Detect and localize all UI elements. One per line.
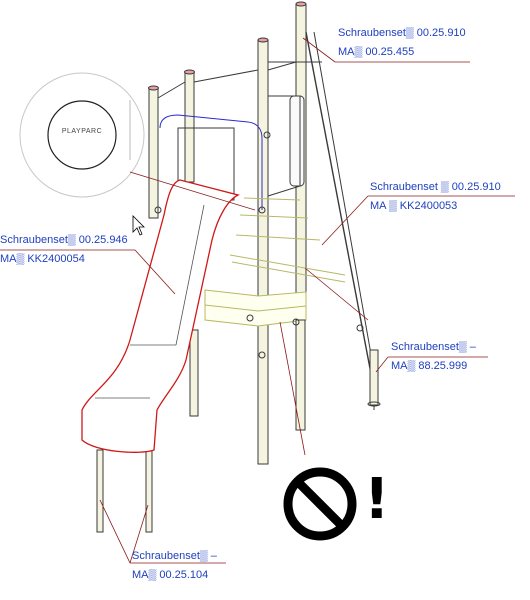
callout-line-screwset: Schraubenset▒ 00.25.910 [338, 27, 466, 39]
callout-line-ma: MA▒ 00.25.455 [338, 46, 415, 58]
callout-line-screwset: Schraubenset ▒ 00.25.910 [370, 181, 501, 193]
callout-screwset-5: Schraubenset▒ – MA▒ 00.25.104 [132, 550, 217, 582]
no-entry-icon [283, 467, 357, 541]
callout-line-screwset: Schraubenset▒ – [132, 550, 217, 562]
callout-screwset-2: Schraubenset ▒ 00.25.910 MA ▒ KK2400053 [370, 181, 501, 213]
slide [81, 179, 240, 453]
callout-line-ma: MA▒ 88.25.999 [391, 360, 468, 372]
callout-line-screwset: Schraubenset▒ 00.25.946 [0, 234, 128, 246]
callout-line-ma: MA▒ KK2400054 [0, 253, 85, 265]
logo-text: PLAYPARC [61, 128, 103, 135]
warning-mark: ! [364, 467, 390, 532]
cursor-icon [132, 215, 145, 236]
callout-screwset-3: Schraubenset▒ 00.25.946 MA▒ KK2400054 [0, 234, 128, 266]
frame-structure [96, 1, 381, 533]
logo-detail-callout [19, 72, 145, 198]
callout-line-ma: MA ▒ KK2400053 [370, 200, 458, 212]
callout-screwset-1: Schraubenset▒ 00.25.910 MA▒ 00.25.455 [338, 27, 466, 59]
callout-screwset-4: Schraubenset▒ – MA▒ 88.25.999 [391, 341, 476, 373]
callout-line-ma: MA▒ 00.25.104 [132, 569, 209, 581]
callout-line-screwset: Schraubenset▒ – [391, 341, 476, 353]
leader-lines [0, 37, 515, 564]
